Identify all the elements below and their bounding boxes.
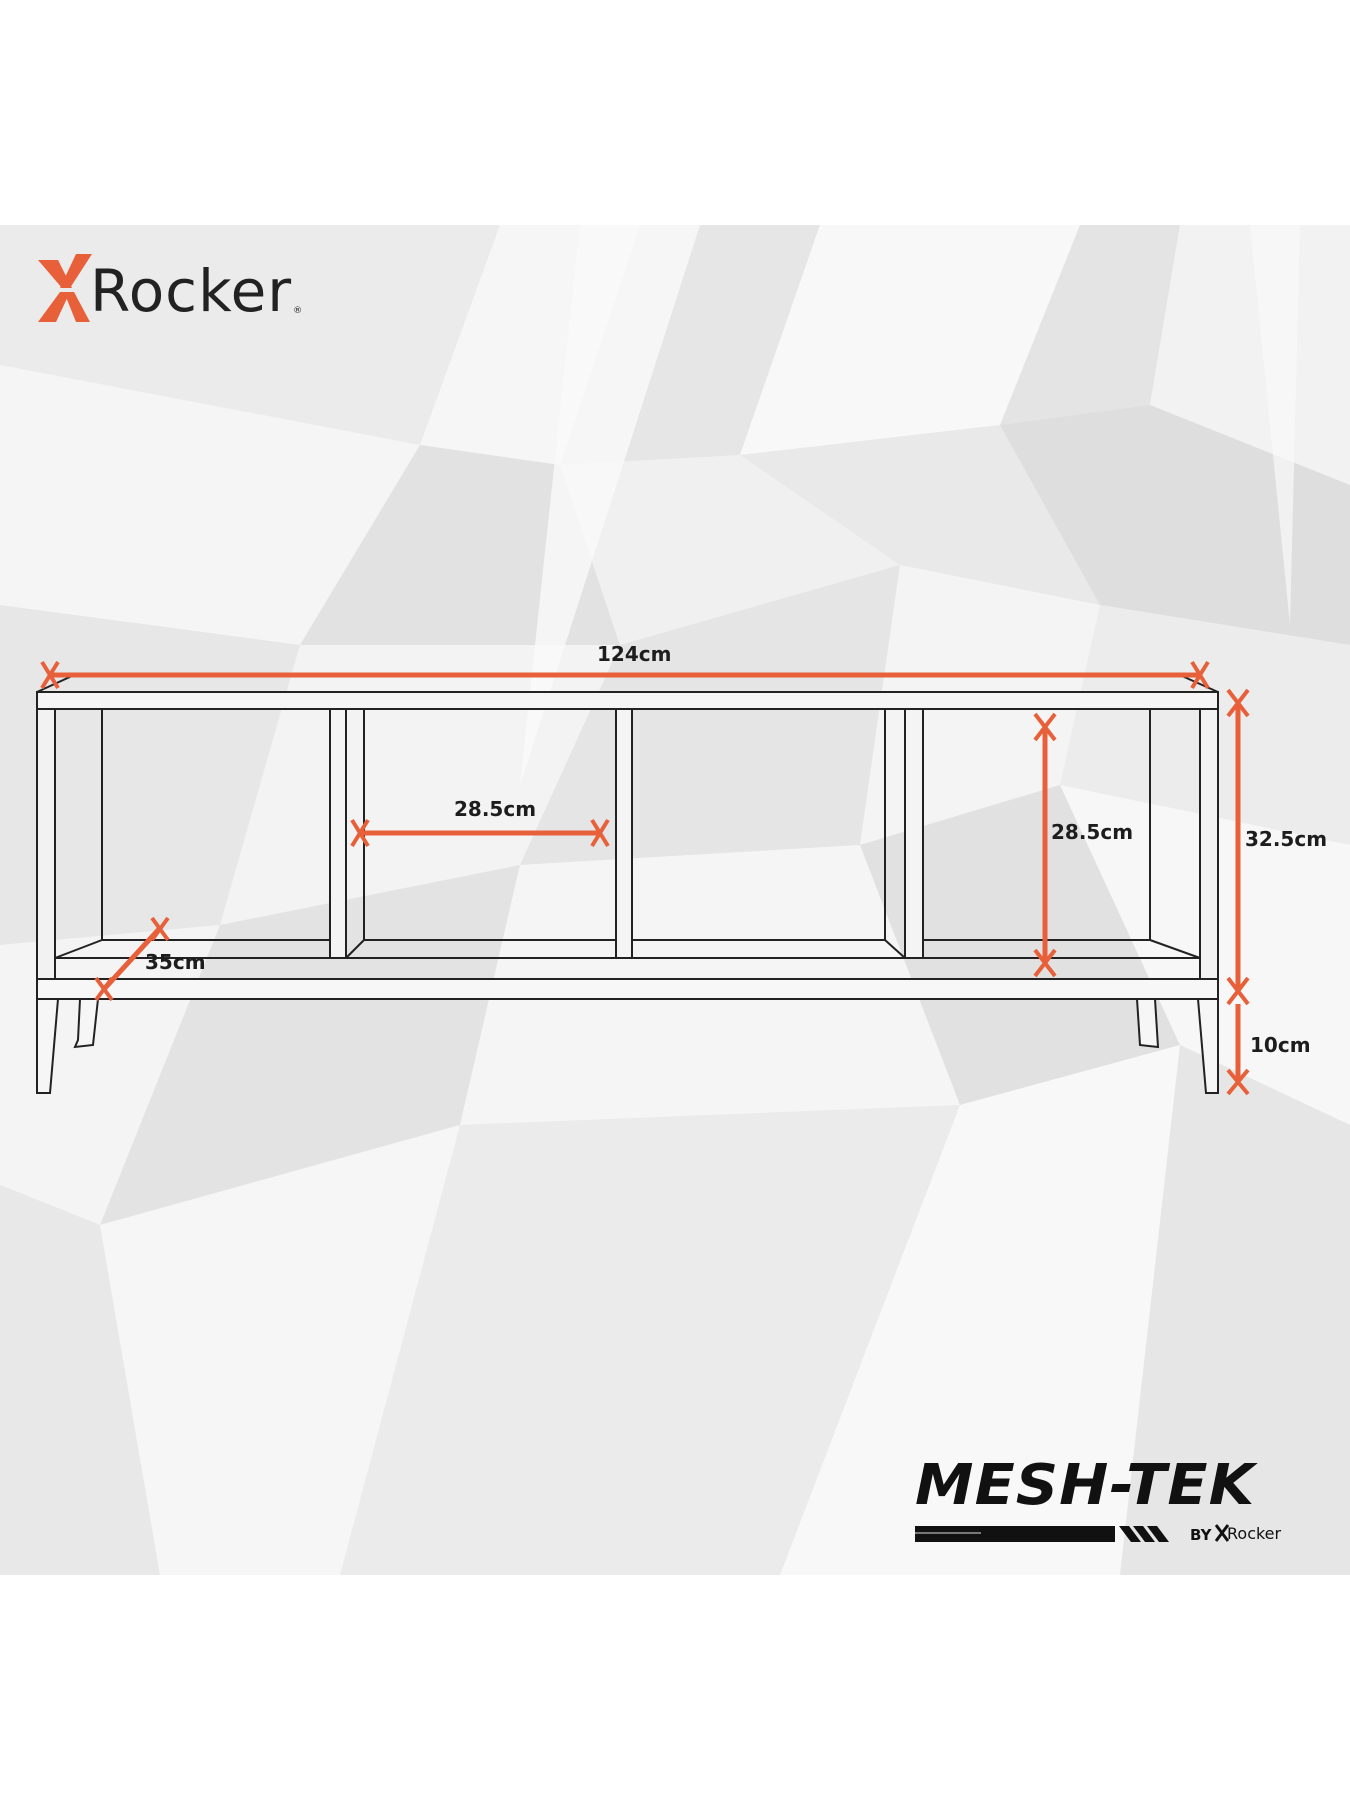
by-label: BY xyxy=(1190,1526,1212,1544)
furniture-outline xyxy=(36,675,1219,1094)
dimension-lines xyxy=(40,660,1250,1096)
depth-label: 35cm xyxy=(145,950,206,974)
leg-height-label: 10cm xyxy=(1250,1033,1311,1057)
width-label: 124cm xyxy=(597,642,672,666)
by-brand-wordmark: Rocker xyxy=(1227,1524,1282,1543)
background-panel xyxy=(0,225,1350,1575)
body-height-label: 32.5cm xyxy=(1245,827,1328,851)
xrocker-logo: Rocker ® xyxy=(36,254,302,324)
x-brand-icon xyxy=(38,254,92,322)
registered-mark: ® xyxy=(293,306,303,316)
compartment-height-label: 28.5cm xyxy=(1051,820,1134,844)
mesh-tek-wordmark: MESH-TEK xyxy=(915,1453,1256,1518)
mesh-tek-logo: MESH-TEK BY Rocker xyxy=(915,1458,1315,1548)
compartment-width-label: 28.5cm xyxy=(454,797,537,821)
logo-stripe-bar xyxy=(915,1526,1169,1542)
small-x-icon xyxy=(1215,1524,1229,1542)
depth-line xyxy=(103,926,162,990)
brand-wordmark: Rocker xyxy=(90,257,293,325)
low-poly-background xyxy=(0,225,1350,1575)
